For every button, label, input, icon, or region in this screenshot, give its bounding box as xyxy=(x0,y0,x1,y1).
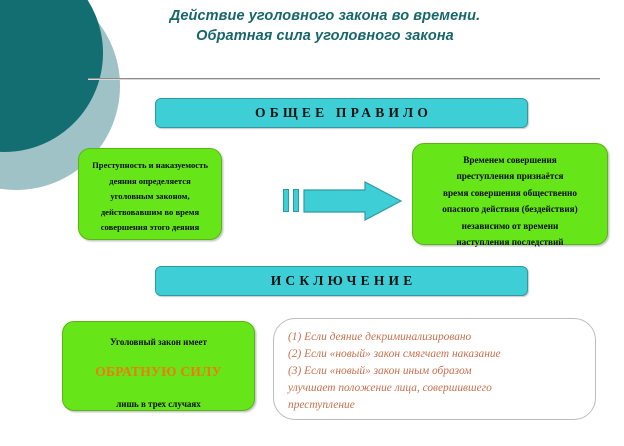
retroactivity-bottom-line: лишь в трех случаях xyxy=(116,399,201,409)
title-line-2: Обратная сила уголовного закона xyxy=(196,28,454,44)
retroactivity-box: Уголовный закон имеет ОБРАТНУЮ СИЛУ лишь… xyxy=(62,321,255,411)
left-box-line-5: совершения этого деяния xyxy=(100,222,200,232)
case-item-2: (2) Если «новый» закон смягчает наказани… xyxy=(288,348,501,360)
banner-general-rule-label: ОБЩЕЕ ПРАВИЛО xyxy=(255,105,433,120)
general-rule-right-box: Временем совершения преступления признаё… xyxy=(412,143,608,247)
flow-arrow xyxy=(283,180,403,222)
banner-general-rule: ОБЩЕЕ ПРАВИЛО xyxy=(155,98,528,128)
arrow-tail-tick-2 xyxy=(293,189,299,212)
left-box-line-2: деяния определяется xyxy=(109,175,191,186)
retroactivity-highlight: ОБРАТНУЮ СИЛУ xyxy=(95,364,222,379)
arrow-tail-tick-1 xyxy=(283,189,289,212)
right-box-line-2: преступления признаётся xyxy=(456,171,564,182)
title-divider xyxy=(88,78,600,80)
left-box-line-1: Преступность и наказуемость xyxy=(92,160,208,170)
banner-exception: ИСКЛЮЧЕНИЕ xyxy=(155,266,528,296)
left-box-line-4: действовавшим во время xyxy=(100,206,200,217)
general-rule-left-box: Преступность и наказуемость деяния опред… xyxy=(78,148,222,240)
right-box-line-1: Временем совершения xyxy=(463,155,557,165)
case-item-3-cont-2: преступление xyxy=(288,399,355,411)
right-box-line-4: опасного действия (бездействия) xyxy=(442,204,578,215)
page-title: Действие уголовного закона во времени. О… xyxy=(110,6,540,46)
arrow-right-icon xyxy=(303,181,403,221)
case-item-3-cont-1: улучшает положение лица, совершившего xyxy=(288,382,492,394)
case-item-3: (3) Если «новый» закон иным образом xyxy=(288,365,472,377)
left-box-line-3: уголовным законом, xyxy=(110,191,190,201)
exception-cases-box: (1) Если деяние декриминализировано (2) … xyxy=(273,318,596,420)
retroactivity-top-line: Уголовный закон имеет xyxy=(110,337,207,347)
title-line-1: Действие уголовного закона во времени. xyxy=(169,8,481,24)
right-box-line-5: независимо от времени xyxy=(461,220,559,231)
banner-exception-label: ИСКЛЮЧЕНИЕ xyxy=(270,273,417,288)
case-item-1: (1) Если деяние декриминализировано xyxy=(288,331,472,343)
right-box-line-6: наступления последствий xyxy=(456,237,564,248)
right-box-line-3: время совершения общественно xyxy=(443,187,577,198)
